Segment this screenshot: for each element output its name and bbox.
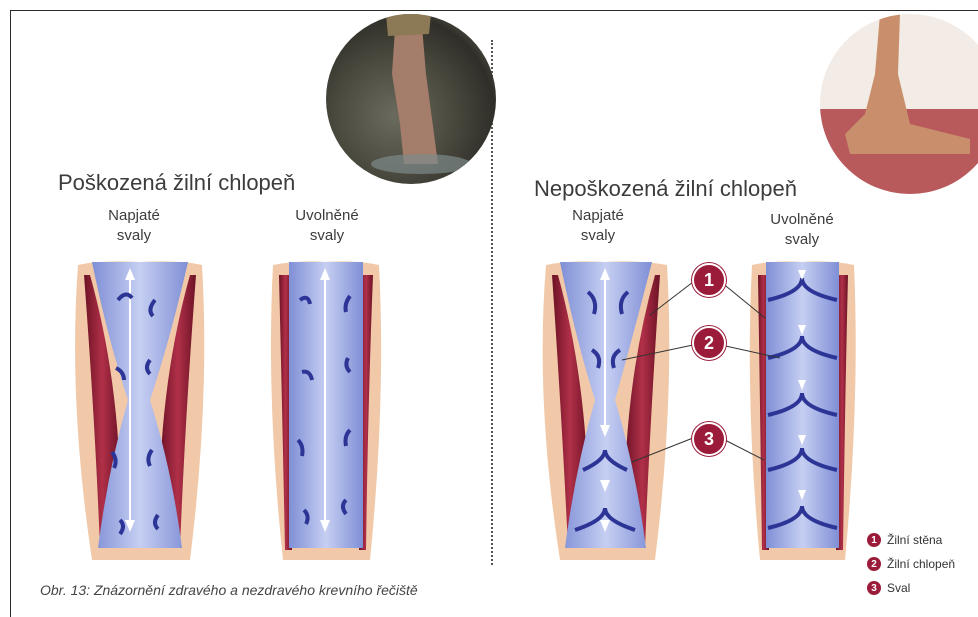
marker-3: 3 [692,422,726,456]
vein-left-tense [75,261,204,560]
vein-left-relaxed [271,261,381,560]
legend-label-1: Žilní stěna [887,533,942,547]
marker-2: 2 [692,326,726,360]
legend-item-3: 3 Sval [867,581,910,595]
legend-dot-3: 3 [867,581,881,595]
vein-right-tense [543,261,670,560]
legend-item-2: 2 Žilní chlopeň [867,557,955,571]
legend-label-2: Žilní chlopeň [887,557,955,571]
vein-right-relaxed [750,261,856,560]
figure-caption: Obr. 13: Znázornění zdravého a nezdravéh… [40,582,418,598]
marker-1: 1 [692,263,726,297]
legend-dot-1: 1 [867,533,881,547]
legend-label-3: Sval [887,581,910,595]
legend-dot-2: 2 [867,557,881,571]
legend-item-1: 1 Žilní stěna [867,533,942,547]
